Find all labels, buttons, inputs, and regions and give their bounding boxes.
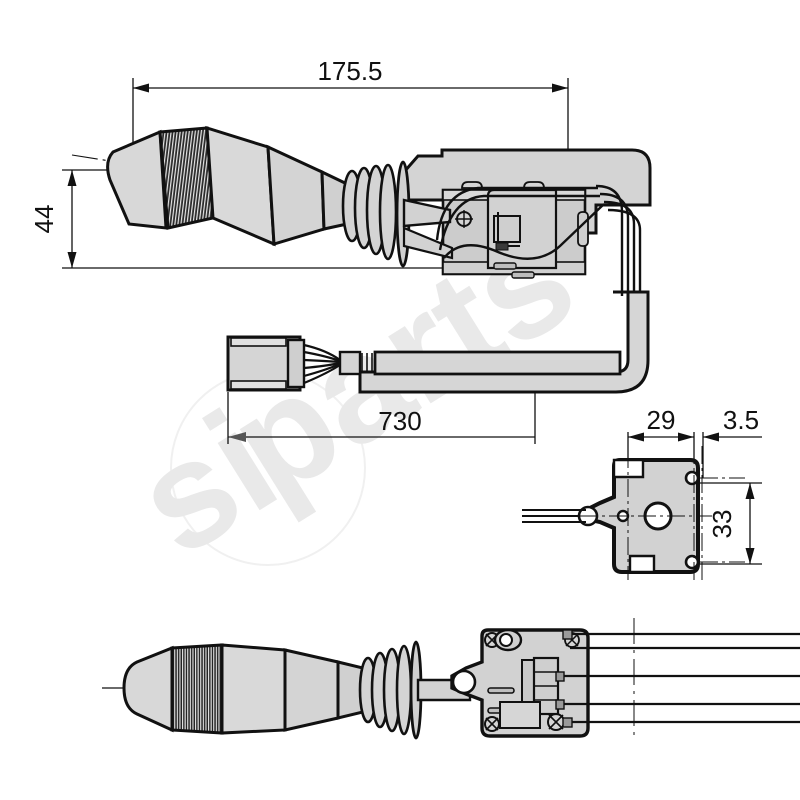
- stalk-midsection-2: [266, 144, 326, 246]
- stalk-midsection-1: [205, 125, 276, 247]
- bracket-top-notch: [612, 458, 645, 479]
- harness-ferrule-ribs: [361, 353, 373, 373]
- dimension-label-33: 33: [707, 510, 737, 539]
- housing-slot-a: [493, 262, 517, 270]
- bottom-screw-bottom-left: [484, 716, 500, 732]
- bracket-mount-hole-bottom: [684, 554, 700, 570]
- detail-centrelines: [522, 446, 745, 584]
- bracket-bottom-notch: [628, 554, 656, 574]
- bracket-mount-hole-top: [684, 470, 700, 486]
- bottom-pivot-hole: [499, 633, 513, 647]
- bottom-slot-a: [487, 687, 515, 694]
- bottom-stalk-knurl: [172, 645, 222, 733]
- bottom-bellows: [358, 640, 423, 740]
- cable-bundle-top: [595, 184, 642, 296]
- bottom-stalk-mid-1: [220, 643, 287, 735]
- harness-connector-collar: [286, 338, 306, 389]
- contact-tab: [495, 242, 509, 251]
- dimension-33: [700, 482, 762, 565]
- harness-cable-sheath: [373, 350, 622, 376]
- bottom-view-assembly: [102, 618, 800, 740]
- harness-connector-bottom-lip: [230, 380, 287, 390]
- bottom-output-wires: [558, 632, 800, 724]
- rubber-boot-bellows: [341, 160, 411, 268]
- bottom-screw-mid: [547, 713, 565, 731]
- bottom-stalk-mid-2: [283, 648, 340, 732]
- boss-left: [461, 181, 483, 189]
- detail-view-bracket: 29 3.5 33: [522, 405, 762, 584]
- dimension-730: [227, 392, 536, 444]
- dimension-3-5: [702, 432, 762, 478]
- bottom-terminal-dividers: [534, 671, 558, 701]
- stalk-pivot-arm-lower: [402, 226, 454, 260]
- dimension-label-730: 730: [378, 406, 421, 436]
- internal-wire-loops: [435, 186, 605, 260]
- bottom-stalk-tip: [122, 645, 174, 733]
- harness-connector-top-lip: [230, 337, 287, 347]
- dimension-label-44: 44: [29, 205, 59, 234]
- dimension-label-3-5: 3.5: [723, 405, 759, 435]
- housing-slot-b: [511, 271, 535, 279]
- bottom-lower-pad: [499, 701, 541, 729]
- pivot-screw: [455, 210, 473, 228]
- harness-view: 730: [226, 335, 622, 444]
- bottom-wire-crimps: [555, 629, 573, 728]
- harness-ferrule: [338, 350, 362, 376]
- bottom-left-lug-hole: [451, 669, 477, 695]
- harness-connector-body: [226, 335, 302, 392]
- boss-right: [523, 181, 545, 189]
- dimension-label-175-5: 175.5: [317, 56, 382, 86]
- dimension-label-29: 29: [647, 405, 676, 435]
- harness-wires: [303, 343, 341, 385]
- stalk-tip: [106, 129, 168, 230]
- stalk-knurl-band: [160, 128, 213, 228]
